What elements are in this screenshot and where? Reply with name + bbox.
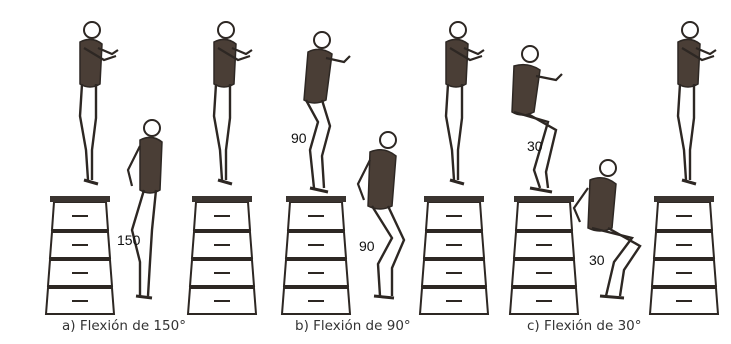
angle-label-90-landing: 90	[359, 238, 375, 254]
panel-b	[281, 20, 489, 315]
angle-label-150: 150	[117, 232, 141, 248]
panel-c	[509, 20, 719, 315]
caption-panel-c: c) Flexión de 30°	[527, 318, 642, 334]
figure-crouch-30-top	[511, 45, 563, 194]
panel-a	[45, 20, 257, 315]
caption-panel-a: a) Flexión de 150°	[62, 318, 186, 334]
figure-crouch-90-top	[303, 31, 351, 194]
figure-landing-30	[572, 159, 642, 300]
angle-label-90-top: 90	[291, 130, 307, 146]
figure-landing-150	[126, 119, 163, 300]
angle-label-30-top: 30	[527, 138, 543, 154]
angle-label-30-landing: 30	[589, 252, 605, 268]
caption-panel-b: b) Flexión de 90°	[295, 318, 411, 334]
figure-landing-90	[356, 131, 406, 300]
